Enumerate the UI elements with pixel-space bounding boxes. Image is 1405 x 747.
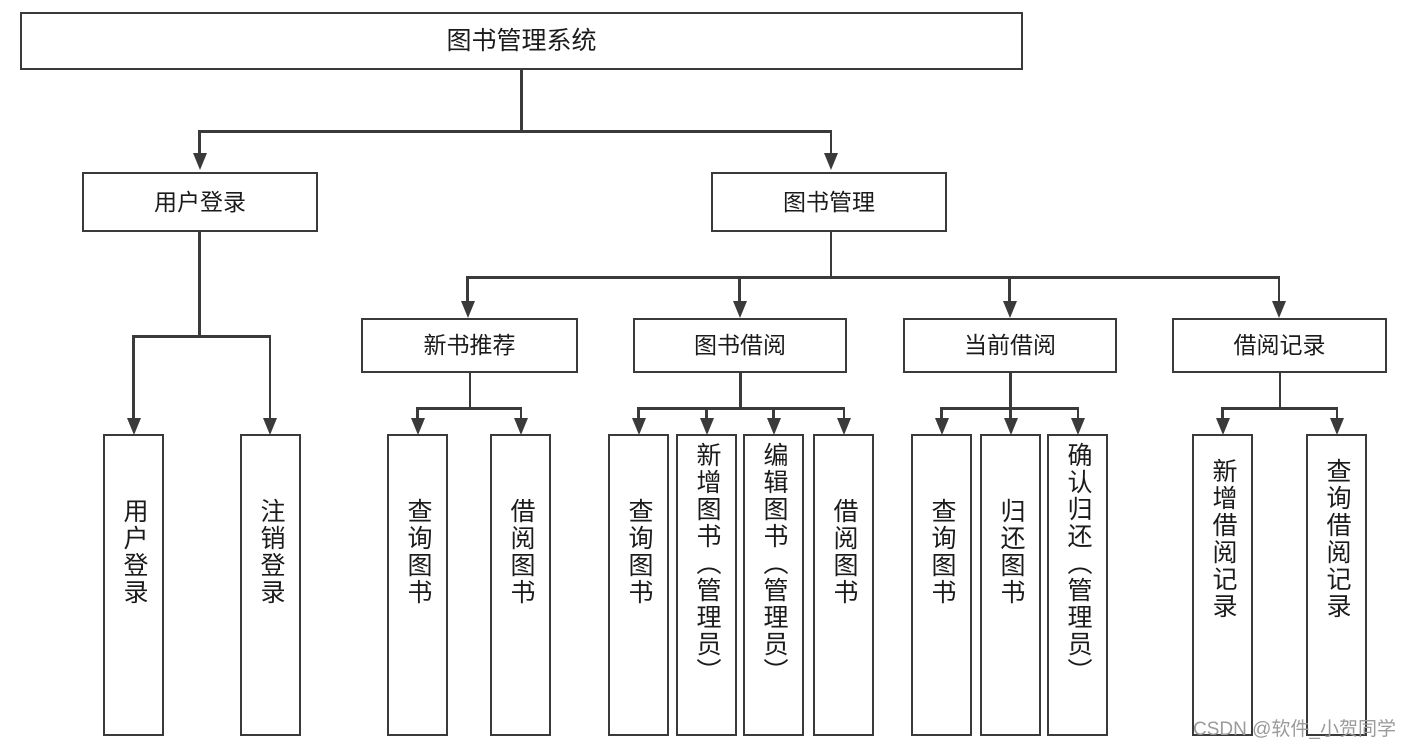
arrowhead-icon [410,418,425,435]
connector-current-borrow-drop-3 [1076,407,1079,420]
connector-book-borrow-drop-4 [842,407,845,420]
node-label: 借阅图书 [830,498,858,606]
connector-new-book-stem [468,373,471,407]
arrowhead-icon [1215,418,1230,435]
csdn-watermark: CSDN @软件_小贺同学 [1193,719,1396,740]
connector-book-borrow-drop-2 [705,407,708,420]
node-label: 用户登录 [120,498,148,606]
arrowhead-icon [1330,418,1344,435]
connector-book-manage-drop-4 [1277,276,1280,303]
arrowhead-icon [631,418,646,435]
node-label: 查询图书 [404,498,432,606]
connector-book-borrow-drop-3 [772,407,775,420]
arrowhead-icon [1003,418,1018,435]
connector-book-manage-drop-3 [1008,276,1011,303]
arrowhead-icon [1071,418,1085,435]
connector-book-borrow-stem [739,373,742,407]
leaf-borrow-record-2[interactable]: 查询借阅记录 [1306,434,1367,736]
arrowhead-icon [460,301,475,318]
connector-current-borrow-drop-2 [1009,407,1012,420]
connector-root-drop-left [198,130,201,155]
node-borrow-record[interactable]: 借阅记录 [1172,318,1387,373]
leaf-book-borrow-3[interactable]: 编辑图书（管理员） [743,434,804,736]
node-label: 用户登录 [154,188,246,215]
connector-borrow-record-drop-2 [1335,407,1338,420]
leaf-book-borrow-2[interactable]: 新增图书（管理员） [676,434,737,736]
arrowhead-icon [699,418,714,435]
arrowhead-icon [934,418,949,435]
leaf-borrow-record-1[interactable]: 新增借阅记录 [1192,434,1253,736]
node-label: 查询图书 [928,498,956,606]
node-label: 当前借阅 [964,332,1056,359]
leaf-new-book-1[interactable]: 查询图书 [387,434,448,736]
connector-new-book-drop-1 [416,407,419,420]
arrowhead-icon [514,418,528,435]
connector-book-borrow-drop-1 [637,407,640,420]
arrowhead-icon [192,153,207,170]
connector-borrow-record-bus [1221,407,1338,410]
arrowhead-icon [126,418,141,435]
connector-new-book-drop-2 [519,407,522,420]
node-book-manage[interactable]: 图书管理 [711,172,947,232]
node-label: 借阅图书 [507,498,535,606]
node-book-borrow[interactable]: 图书借阅 [633,318,847,373]
node-label: 查询借阅记录 [1323,458,1351,620]
connector-root-stem [520,70,523,130]
connector-borrow-record-stem [1278,373,1281,407]
node-label: 借阅记录 [1233,332,1326,359]
node-label: 图书借阅 [694,332,786,359]
connector-user-login-stem [198,232,201,335]
arrowhead-icon [766,418,781,435]
connector-user-login-bus [132,335,271,338]
arrowhead-icon [1002,301,1017,318]
node-current-borrow[interactable]: 当前借阅 [903,318,1117,373]
node-user-login[interactable]: 用户登录 [82,172,318,232]
leaf-book-borrow-4[interactable]: 借阅图书 [813,434,874,736]
connector-new-book-bus [416,407,522,410]
leaf-current-borrow-2[interactable]: 归还图书 [980,434,1041,736]
connector-root-bus [198,130,832,133]
node-label: 确认归还（管理员） [1064,442,1092,685]
node-label: 图书管理 [783,188,875,215]
arrowhead-icon [1272,301,1286,318]
node-label: 查询图书 [625,498,653,606]
leaf-current-borrow-3[interactable]: 确认归还（管理员） [1047,434,1108,736]
connector-book-manage-drop-1 [466,276,469,303]
leaf-new-book-2[interactable]: 借阅图书 [490,434,551,736]
leaf-book-borrow-1[interactable]: 查询图书 [608,434,669,736]
leaf-user-login-1[interactable]: 用户登录 [103,434,164,736]
connector-root-drop-right [829,130,832,155]
leaf-user-login-2[interactable]: 注销登录 [240,434,301,736]
node-new-book-recommend[interactable]: 新书推荐 [361,318,578,373]
connector-borrow-record-drop-1 [1221,407,1224,420]
node-label: 新增借阅记录 [1209,458,1237,620]
connector-book-manage-stem [829,232,832,276]
connector-current-borrow-drop-1 [940,407,943,420]
connector-book-manage-bus [466,276,1280,279]
connector-user-login-drop-1 [132,335,135,420]
arrowhead-icon [732,301,747,318]
arrowhead-icon [263,418,277,435]
node-root-system[interactable]: 图书管理系统 [20,12,1023,70]
connector-current-borrow-stem [1009,373,1012,407]
node-label: 新书推荐 [423,332,516,359]
connector-user-login-drop-2 [268,335,271,420]
connector-book-manage-drop-2 [738,276,741,303]
leaf-current-borrow-1[interactable]: 查询图书 [911,434,972,736]
node-label: 新增图书（管理员） [693,442,721,685]
connector-book-borrow-bus [637,407,845,410]
node-label: 注销登录 [257,498,285,606]
node-label: 图书管理系统 [446,26,597,55]
node-label: 编辑图书（管理员） [760,442,788,685]
arrowhead-icon [824,153,838,170]
node-label: 归还图书 [997,498,1025,606]
arrowhead-icon [837,418,851,435]
